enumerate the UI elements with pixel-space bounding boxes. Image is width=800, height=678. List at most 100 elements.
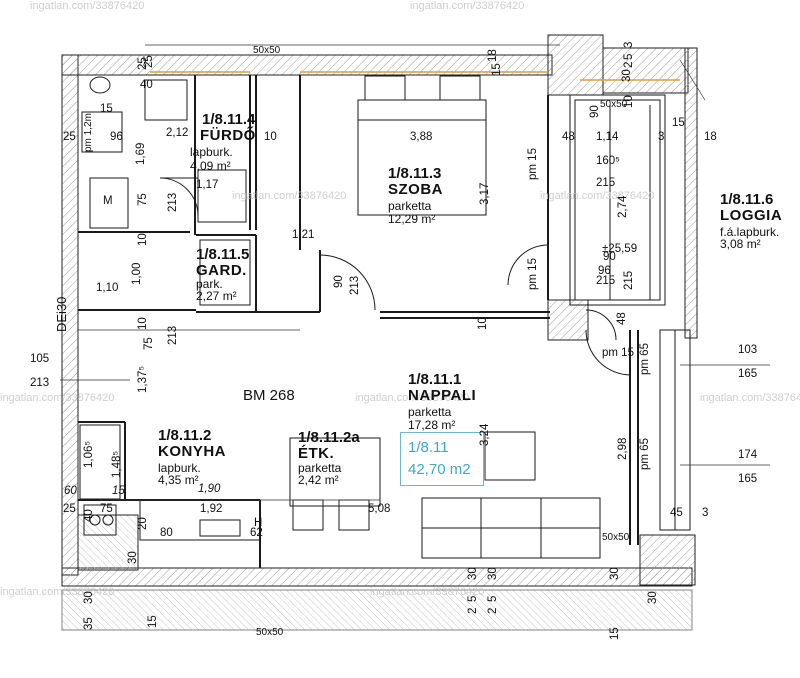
dimension-label: 45 <box>670 507 683 519</box>
dimension-label: 1,00 <box>131 262 143 285</box>
dimension-label: 90 <box>333 275 345 288</box>
dimension-label: pm 15 <box>527 258 539 290</box>
dimension-label: 165 <box>738 473 758 485</box>
dimension-label: 30 <box>621 69 633 82</box>
room-area-gard: 2,27 m² <box>196 289 237 303</box>
dimension-label: 18 <box>704 131 717 143</box>
dimension-label: 5 <box>623 53 635 60</box>
dimension-label: 165 <box>738 368 758 380</box>
dimension-label: 30 <box>487 567 499 580</box>
dimension-label: 3,24 <box>479 423 491 446</box>
m-label: M <box>103 195 113 207</box>
room-name-nappali: NAPPALI <box>408 387 477 404</box>
dimension-label: 30 <box>83 591 95 604</box>
dimension-label: 174 <box>738 449 758 461</box>
apartment-code: 1/8.11 <box>408 439 449 456</box>
room-area-nappali: 17,28 m² <box>408 418 456 432</box>
room-floor-furdo: lapburk. <box>190 145 233 159</box>
room-floor-loggia: f.á.lapburk. <box>720 225 780 239</box>
chimney-size-label: 50x50 <box>602 532 630 543</box>
dimension-label: 1,92 <box>200 503 223 515</box>
watermark: ingatlan.com/33876420 <box>355 392 470 404</box>
dimension-label: 213 <box>349 275 361 295</box>
dimension-label: 160⁵ <box>596 155 620 167</box>
watermark: ingatlan.com/33876420 <box>410 0 525 12</box>
room-floor-nappali: parketta <box>408 405 452 419</box>
dimension-label: 213 <box>30 377 50 389</box>
dimension-label: 75 <box>100 503 113 515</box>
dimension-label: 80 <box>160 527 173 539</box>
dimension-label: 1,06⁵ <box>83 440 95 468</box>
dimension-label: 213 <box>167 192 179 212</box>
dimension-label: 40 <box>140 79 153 91</box>
watermark: ingatlan.com/33876420 <box>700 392 800 404</box>
dimension-label: 15 <box>112 485 125 497</box>
room-area-furdo: 4,09 m² <box>190 159 231 173</box>
dimension-label: 25 <box>63 503 76 515</box>
room-floor-etk: parketta <box>298 461 342 475</box>
dimension-label: 1,37⁵ <box>137 365 149 393</box>
dimension-label: 10 <box>137 233 149 246</box>
dimension-label: 5 <box>487 595 499 602</box>
dimension-label: 103 <box>738 344 758 356</box>
room-code-nappali: 1/8.11.1 <box>408 371 462 388</box>
room-floor-szoba: parketta <box>388 199 432 213</box>
dimension-label: pm 15 <box>602 347 634 359</box>
dimension-label: 3,17 <box>479 182 491 205</box>
dimension-label: 1,14 <box>596 131 619 143</box>
dimension-label: pm 15 <box>527 148 539 180</box>
dimension-label: 15 <box>100 103 113 115</box>
dimension-label: 215 <box>596 177 616 189</box>
room-floor-gard: park. <box>196 277 223 291</box>
room-area-loggia: 3,08 m² <box>720 237 761 251</box>
dimension-label: 15 <box>491 63 503 76</box>
loggia-frames <box>569 94 691 531</box>
room-area-etk: 2,42 m² <box>298 473 339 487</box>
room-name-konyha: KONYHA <box>158 443 227 460</box>
chimney-size-label: 50x50 <box>256 627 284 638</box>
door-swings <box>159 177 632 376</box>
windows <box>150 71 680 81</box>
apartment-summary-box <box>400 432 484 486</box>
dimension-label: 10 <box>137 317 149 330</box>
bm-label: BM 268 <box>243 387 295 404</box>
dimension-label: 96 <box>110 131 123 143</box>
watermark: ingatlan.com/33876420 <box>540 190 655 202</box>
dimension-label: 3,88 <box>410 131 433 143</box>
dei-label: DEi30 <box>54 296 69 332</box>
dimension-label: 75 <box>143 337 155 350</box>
dimension-label: 10 <box>623 95 635 108</box>
chimney-size-label: 50x50 <box>600 99 628 110</box>
dimension-label: 30 <box>609 567 621 580</box>
watermark: ingatlan.com/33876420 <box>30 0 145 12</box>
watermark: ingatlan.com/33876420 <box>0 586 115 598</box>
dimension-label: 90 <box>603 251 616 263</box>
dimension-label: 62 <box>250 527 263 539</box>
room-floor-konyha: lapburk. <box>158 461 201 475</box>
dimension-label: 30 <box>127 551 139 564</box>
dimension-label: 3 <box>623 41 635 48</box>
room-name-etk: ÉTK. <box>298 445 335 462</box>
dimension-label: 5,08 <box>368 503 391 515</box>
dimension-label: 215 <box>596 275 616 287</box>
dimension-label: 1,10 <box>96 282 119 294</box>
room-code-gard: 1/8.11.5 <box>196 246 250 263</box>
room-code-etk: 1/8.11.2a <box>298 429 360 446</box>
dimension-label: 1,17 <box>196 179 219 191</box>
chimney-size-label: 50x50 <box>253 45 281 56</box>
dimension-label: 15 <box>609 627 621 640</box>
dimension-label: 2,74 <box>617 195 629 218</box>
room-name-furdo: FÜRDŐ <box>200 127 256 144</box>
dimension-label: 35 <box>83 617 95 630</box>
dimension-label: 2,98 <box>617 437 629 460</box>
pm-label: pm 1,2m <box>83 113 94 152</box>
watermark: ingatlan.com/33876420 <box>370 586 485 598</box>
dimension-label: 15 <box>147 615 159 628</box>
watermark: ingatlan.com/33876420 <box>232 190 347 202</box>
room-code-szoba: 1/8.11.3 <box>388 165 442 182</box>
dimension-label: 48 <box>562 131 575 143</box>
room-code-loggia: 1/8.11.6 <box>720 191 774 208</box>
dimension-label: 105 <box>30 353 50 365</box>
dimension-label: 213 <box>167 325 179 345</box>
dimension-label: 215 <box>623 270 635 290</box>
